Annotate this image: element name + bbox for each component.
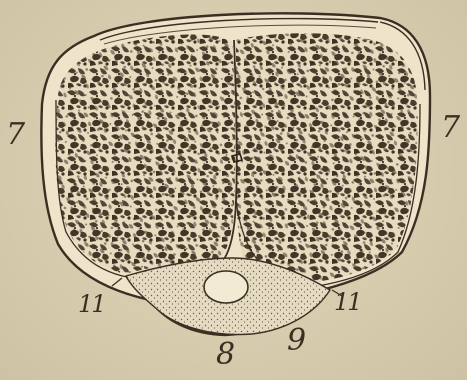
label-8: 8: [216, 340, 235, 370]
central-canal: [204, 271, 248, 303]
label-9: 9: [287, 326, 306, 356]
label-11-left: 11: [78, 292, 105, 316]
label-7-right: 7: [441, 113, 460, 143]
label-7-left: 7: [6, 120, 25, 150]
label-11-right: 11: [334, 290, 361, 314]
